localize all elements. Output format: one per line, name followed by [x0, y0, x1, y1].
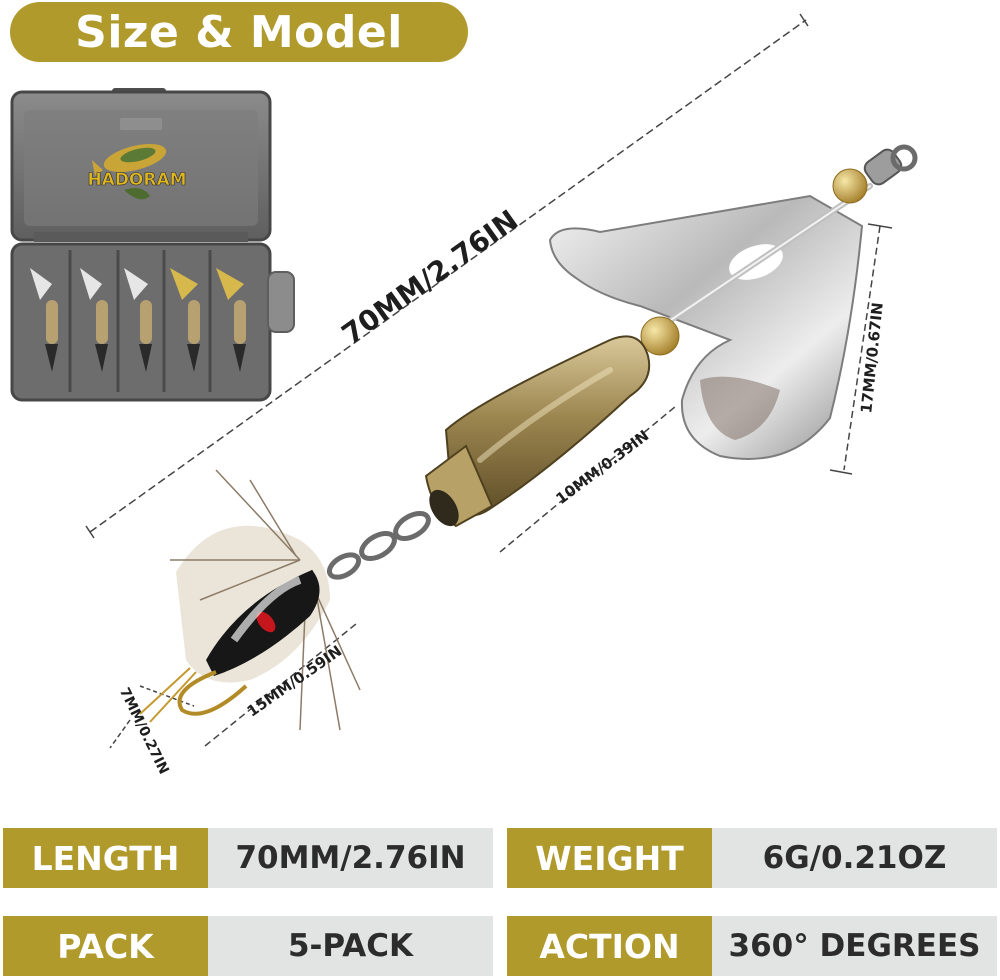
lure-icon — [30, 268, 58, 372]
spec-weight: WEIGHT 6G/0.21OZ — [507, 828, 997, 888]
tackle-box: HADORAM — [10, 88, 295, 402]
spec-label: PACK — [3, 916, 208, 976]
swivel-chain — [326, 511, 431, 580]
spec-value: 6G/0.21OZ — [712, 828, 997, 888]
spec-length: LENGTH 70MM/2.76IN — [3, 828, 493, 888]
lure-icon — [124, 268, 152, 372]
spec-action: ACTION 360° DEGREES — [507, 916, 997, 976]
brand-logo: HADORAM — [87, 144, 187, 200]
bead — [832, 168, 868, 204]
product-illustration: HADORAM — [10, 13, 918, 749]
spec-value: 5-PACK — [208, 916, 493, 976]
page-title: Size & Model — [75, 6, 403, 58]
spec-label: ACTION — [507, 916, 712, 976]
brand-name: HADORAM — [87, 170, 186, 190]
spec-label: WEIGHT — [507, 828, 712, 888]
spec-value: 70MM/2.76IN — [208, 828, 493, 888]
lure-icon — [170, 268, 200, 372]
dimension-lines — [85, 13, 893, 749]
title-banner: Size & Model — [10, 2, 468, 62]
lure-icon — [80, 268, 108, 372]
spec-value: 360° DEGREES — [712, 916, 997, 976]
wire-shaft — [647, 144, 918, 337]
lure-icon — [216, 268, 246, 372]
lure-body — [424, 335, 651, 528]
spec-label: LENGTH — [3, 828, 208, 888]
bead — [640, 316, 680, 356]
spec-pack: PACK 5-PACK — [3, 916, 493, 976]
fly-hook — [139, 469, 361, 731]
